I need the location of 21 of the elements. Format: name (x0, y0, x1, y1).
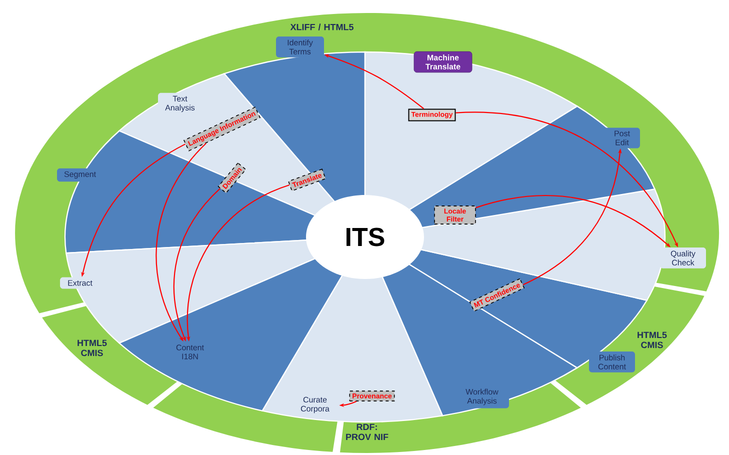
step-tab: Identify Terms (276, 36, 324, 58)
step-tab: Content I18N (167, 342, 213, 362)
node-label: Quality Check (670, 250, 696, 266)
step-tab: Post Edit (604, 128, 640, 148)
format-label: HTML5 CMIS (78, 340, 107, 356)
step-tab: Curate Corpora (291, 394, 339, 416)
step-tab: Text Analysis (158, 92, 202, 116)
step-tab: Quality Check (660, 248, 706, 268)
step-tab: Publish Content (589, 352, 635, 372)
format-label: XLIFF / HTML5 (290, 24, 354, 30)
node-label: Segment (64, 171, 96, 179)
node-label: Identify Terms (288, 40, 313, 54)
step-tab: Workflow Analysis (455, 386, 509, 408)
node-label: Post Edit (614, 130, 630, 146)
step-tab: Segment (57, 168, 103, 182)
format-label: RDF: PROV NIF (346, 424, 388, 440)
node-label: Workflow Analysis (466, 388, 498, 406)
format-label: HTML5 CMIS (638, 332, 667, 348)
step-tab: Extract (60, 277, 100, 289)
step-tab: Machine Translate (414, 51, 472, 73)
node-label: Extract (68, 280, 92, 286)
